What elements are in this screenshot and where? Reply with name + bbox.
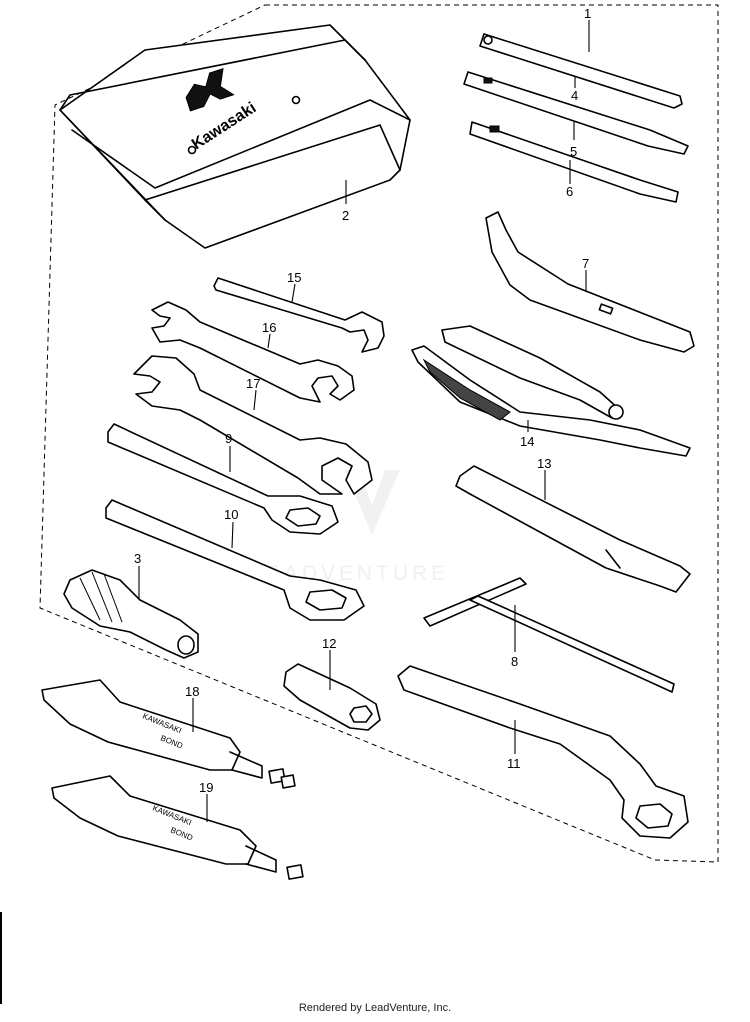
kit-boundary (39, 4, 719, 863)
callout-8: 8 (511, 654, 518, 669)
leader-lines (138, 20, 590, 822)
callout-14: 14 (520, 434, 534, 449)
tire-lever-13 (455, 465, 691, 593)
callout-9: 9 (225, 431, 232, 446)
box-wrench-9 (107, 423, 339, 535)
bond-tube-19: KAWASAKI BOND (51, 775, 304, 880)
callout-5: 5 (570, 144, 577, 159)
open-end-wrench-15 (213, 277, 385, 353)
footer-credit: Rendered by LeadVenture, Inc. (298, 1002, 452, 1014)
scan-edge-bar (0, 912, 2, 1004)
callout-4: 4 (571, 88, 578, 103)
callout-16: 16 (262, 320, 276, 335)
open-end-wrench-16 (151, 301, 355, 403)
callout-15: 15 (287, 270, 301, 285)
plug-wrench-12 (283, 663, 381, 731)
ring-wrench-11 (397, 665, 689, 839)
callout-3: 3 (134, 551, 141, 566)
callout-1: 1 (584, 6, 591, 21)
callout-17: 17 (246, 376, 260, 391)
screwdriver-shaft-6 (469, 121, 679, 203)
callout-12: 12 (322, 636, 336, 651)
screwdriver-shaft-5 (463, 71, 689, 155)
kawasaki-logo-icon (185, 67, 235, 112)
callout-11: 11 (507, 756, 521, 771)
callout-2: 2 (342, 208, 349, 223)
callout-13: 13 (537, 456, 551, 471)
callout-19: 19 (199, 780, 213, 795)
bond-tube-18: KAWASAKI BOND (41, 679, 296, 789)
callout-labels: 1 2 3 4 5 6 7 8 9 10 11 12 13 14 15 16 1… (134, 6, 591, 795)
box-wrench-10 (105, 499, 365, 621)
tool-pouch: Kawasaki (59, 24, 411, 249)
callout-18: 18 (185, 684, 199, 699)
screwdriver-shaft-4 (479, 33, 683, 109)
screwdriver-handle-3 (63, 569, 199, 659)
callout-10: 10 (224, 507, 238, 522)
hook-spanner-7 (485, 211, 695, 353)
open-end-wrench-17 (133, 355, 373, 495)
t-handle-wrench-8 (423, 577, 675, 693)
pliers-14 (411, 325, 691, 457)
callout-6: 6 (566, 184, 573, 199)
callout-7: 7 (582, 256, 589, 271)
